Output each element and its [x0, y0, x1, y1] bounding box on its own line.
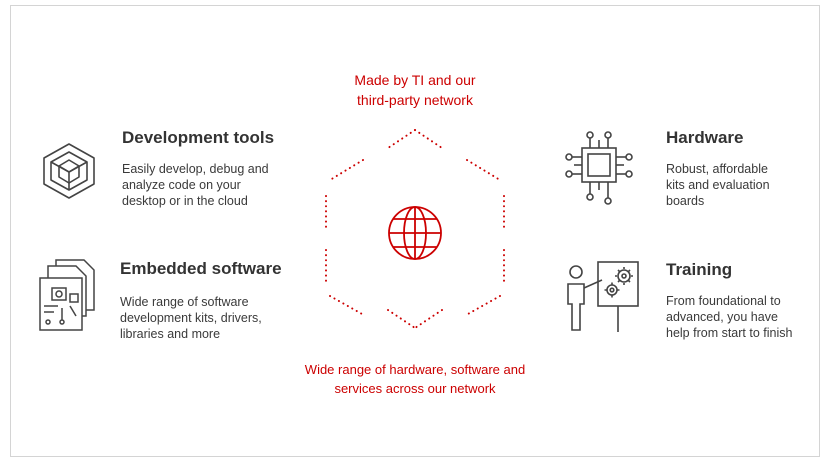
- presenter-gears-icon: [560, 258, 642, 336]
- hex-edge: [414, 309, 443, 329]
- development-tools-description: Easily develop, debug and analyze code o…: [122, 162, 269, 208]
- chip-icon: [560, 126, 638, 208]
- hex-edge: [387, 129, 416, 149]
- hardware-description: Robust, affordable kits and evaluation b…: [666, 162, 770, 208]
- cube-layers-icon: [38, 140, 100, 202]
- training-description: From foundational to advanced, you have …: [666, 294, 793, 340]
- center-top-label-line-1: Made by TI and our: [354, 72, 476, 88]
- center-bottom-label: Wide range of hardware, software and ser…: [250, 360, 580, 398]
- hex-edge: [329, 159, 364, 181]
- embedded-software-description: Wide range of software development kits,…: [120, 295, 262, 341]
- development-tools-title: Development tools: [122, 128, 275, 147]
- hex-edge: [329, 295, 363, 315]
- diagram-frame: [10, 5, 820, 457]
- hardware-title: Hardware: [666, 128, 744, 147]
- center-bottom-label-line-1: Wide range of hardware, software and: [304, 362, 526, 377]
- hex-edge: [414, 129, 443, 149]
- hex-edge: [387, 309, 416, 329]
- training-title: Training: [666, 260, 733, 279]
- globe-icon: [388, 206, 442, 260]
- center-top-label: Made by TI and our third-party network: [265, 70, 565, 110]
- center-bottom-label-line-2: services across our network: [334, 381, 496, 396]
- center-top-label-line-2: third-party network: [357, 92, 473, 108]
- hex-edge: [466, 159, 501, 181]
- documents-circuit-icon: [34, 258, 104, 334]
- hex-edge: [467, 295, 501, 315]
- network-hexagon: [325, 129, 505, 329]
- embedded-software-title: Embedded software: [120, 259, 282, 278]
